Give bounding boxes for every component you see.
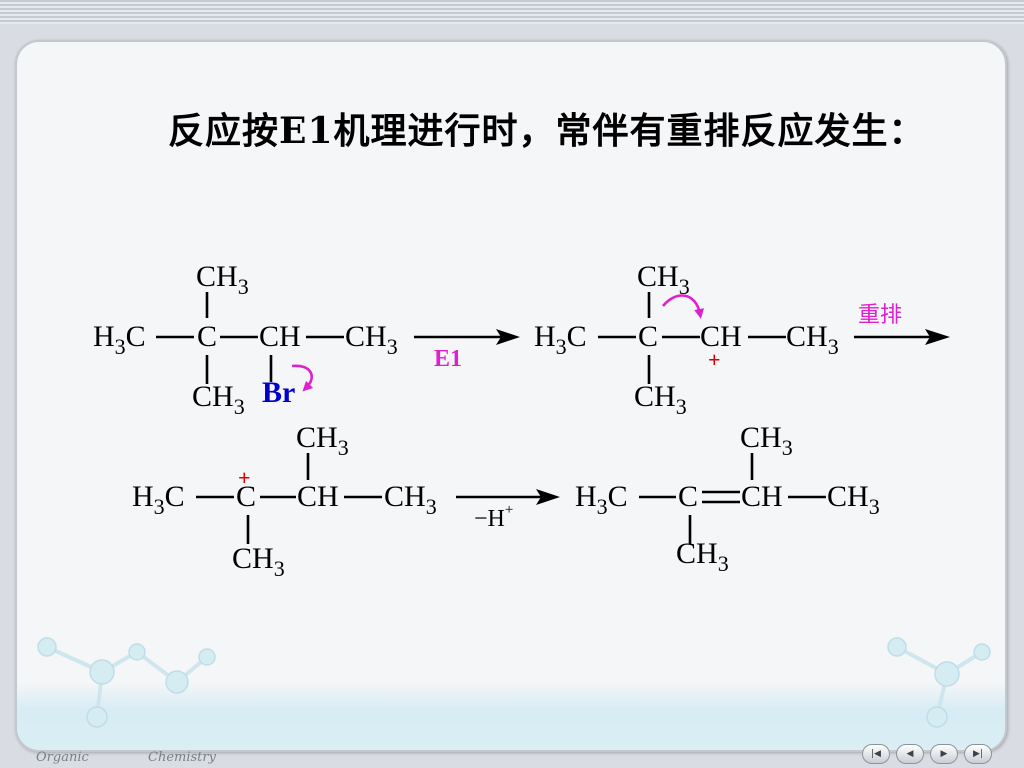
last-slide-button[interactable]: ▶| [964, 744, 992, 764]
reactant-molecule: CH3 H3C C CH CH3 CH3 Br [93, 260, 398, 419]
atom-ch-cation: CH [700, 320, 742, 353]
atom-br: Br [262, 376, 295, 409]
slide-card [15, 40, 1007, 752]
first-slide-button[interactable]: |◀ [862, 744, 890, 764]
atom-ch3-right-2: CH3 [786, 320, 839, 359]
atom-ch3-bottom: CH3 [192, 380, 245, 419]
atom-ch3-top-2: CH3 [637, 260, 690, 299]
atom-ch: CH [259, 320, 301, 353]
molecule-decoration [37, 637, 991, 728]
atom-c-cation: C [236, 480, 256, 513]
atom-ch3-right-3: CH3 [384, 480, 437, 519]
arrow-rearrangement-head [925, 329, 950, 345]
arrow-e1-head [496, 329, 520, 345]
atom-h3c-left-2: H3C [534, 320, 587, 359]
atom-ch-alkene: CH [741, 480, 783, 513]
positive-charge-2: + [238, 465, 251, 490]
carbocation-secondary: CH3 H3C C CH + CH3 CH3 [534, 260, 839, 419]
footer-organic: Organic [36, 750, 89, 765]
atom-ch3-bottom-2: CH3 [634, 380, 687, 419]
reagent-rearrangement: 重排 [858, 303, 902, 328]
atom-ch3-bottom-4: CH3 [676, 537, 729, 576]
atom-h3c-left-4: H3C [575, 480, 628, 519]
atom-ch3-top-4: CH3 [740, 421, 793, 460]
atom-ch-3: CH [297, 480, 339, 513]
atom-h3c-left: H3C [93, 320, 146, 359]
atom-h3c-left-3: H3C [132, 480, 185, 519]
atom-quaternary-c: C [197, 320, 217, 353]
slide-title: 反应按E1机理进行时，常伴有重排反应发生： [168, 110, 926, 152]
atom-ch3-top: CH3 [196, 260, 249, 299]
atom-ch3-top-3: CH3 [296, 421, 349, 460]
atom-ch3-bottom-3: CH3 [232, 542, 285, 581]
carbocation-tertiary: CH3 H3C C + CH CH3 CH3 [132, 421, 437, 581]
top-stripes [0, 0, 1024, 24]
atom-ch3-right: CH3 [345, 320, 398, 359]
reagent-minus-h: −H+ [474, 502, 513, 532]
atom-ch3-right-4: CH3 [827, 480, 880, 519]
slide-navigation: |◀ ◀ ▶ ▶| [862, 744, 992, 764]
atom-quaternary-c-2: C [638, 320, 658, 353]
atom-c-alkene: C [678, 480, 698, 513]
arrow-deprotonation-head [536, 489, 560, 505]
footer-chemistry: Chemistry [148, 750, 216, 765]
positive-charge-1: + [708, 347, 721, 372]
background-band [17, 682, 1005, 750]
reagent-e1: E1 [434, 346, 462, 372]
previous-slide-button[interactable]: ◀ [896, 744, 924, 764]
alkene-product: CH3 H3C C CH CH3 CH3 [575, 421, 880, 576]
next-slide-button[interactable]: ▶ [930, 744, 958, 764]
curved-arrow-methyl-shift [661, 294, 705, 319]
curved-arrow-br-leaving [291, 364, 314, 392]
